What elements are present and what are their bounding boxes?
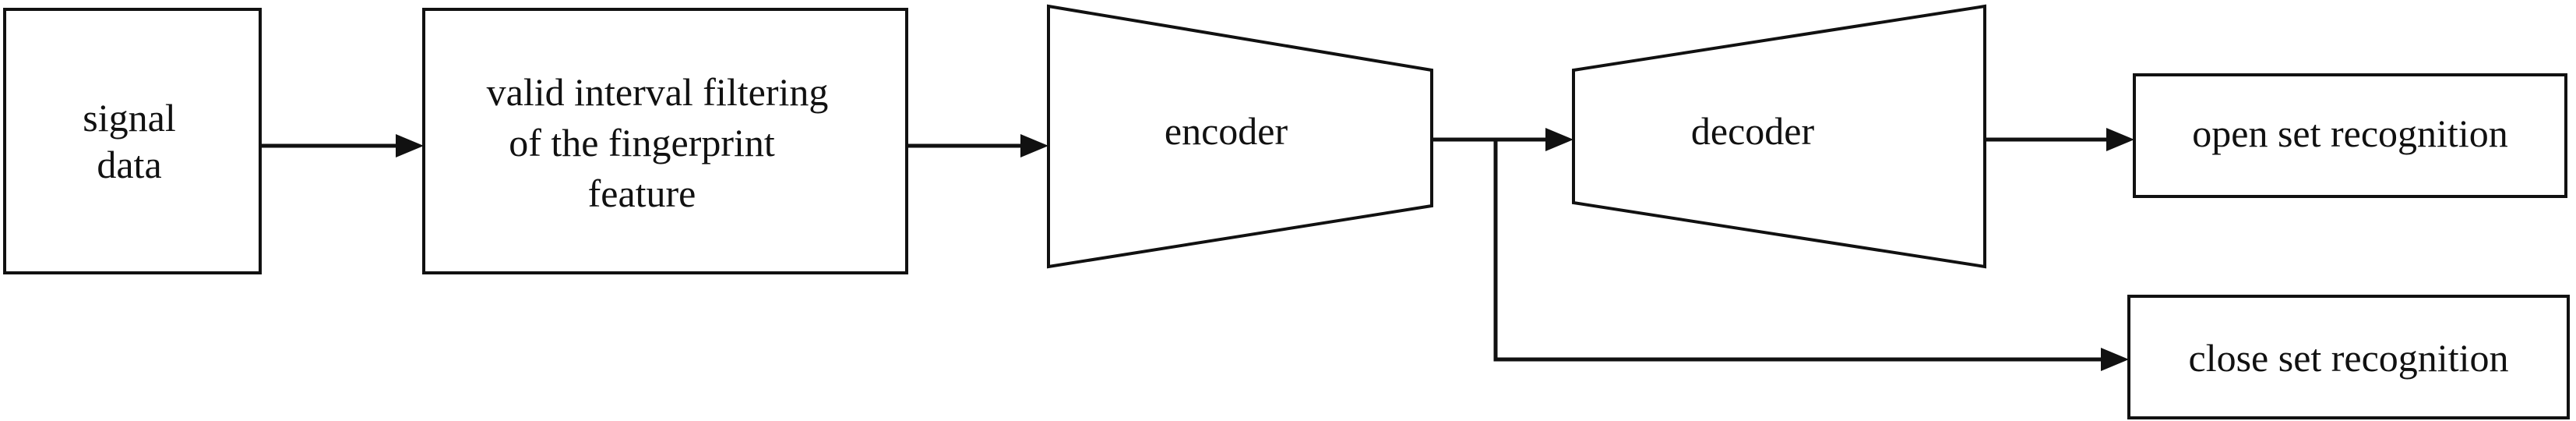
arrowhead-icon [2101, 348, 2129, 371]
close-set-recognition-box [2127, 295, 2570, 419]
connector-encoder-to-close-set [1493, 140, 2129, 371]
connector-signal-to-filtering [260, 134, 424, 157]
arrowhead-icon [396, 134, 424, 157]
node-encoder: encoder [1047, 4, 1433, 269]
decoder-label: decoder [1691, 109, 1815, 153]
connector-line [1493, 140, 2101, 362]
node-signal-data: signal data [3, 8, 262, 274]
signal-data-box [3, 8, 262, 274]
valid-interval-filtering-label-line-1: valid interval filtering [487, 70, 829, 114]
valid-interval-filtering-box [422, 8, 908, 274]
signal-data-label-line-1: signal [83, 96, 175, 140]
encoder-shape [1047, 4, 1433, 269]
node-open-set-recognition: open set recognition [2133, 73, 2567, 198]
valid-interval-filtering-label-line-2: of the fingerprint [509, 121, 775, 165]
arrowhead-icon [1545, 128, 1573, 151]
close-set-recognition-label: close set recognition [2189, 336, 2509, 380]
arrowhead-icon [1020, 134, 1048, 157]
connector-filtering-to-encoder [907, 134, 1048, 157]
node-valid-interval-filtering: valid interval filtering of the fingerpr… [422, 8, 908, 274]
encoder-label: encoder [1165, 109, 1288, 153]
node-close-set-recognition: close set recognition [2127, 295, 2570, 419]
signal-data-label-line-2: data [97, 143, 161, 186]
valid-interval-filtering-label-line-3: feature [588, 172, 696, 215]
connector-encoder-to-decoder [1432, 128, 1573, 151]
open-set-recognition-box [2133, 73, 2567, 198]
connector-decoder-to-open-set [1985, 128, 2134, 151]
decoder-shape [1572, 4, 1986, 269]
open-set-recognition-label: open set recognition [2192, 111, 2507, 155]
node-decoder: decoder [1572, 4, 1986, 269]
arrowhead-icon [2106, 128, 2134, 151]
